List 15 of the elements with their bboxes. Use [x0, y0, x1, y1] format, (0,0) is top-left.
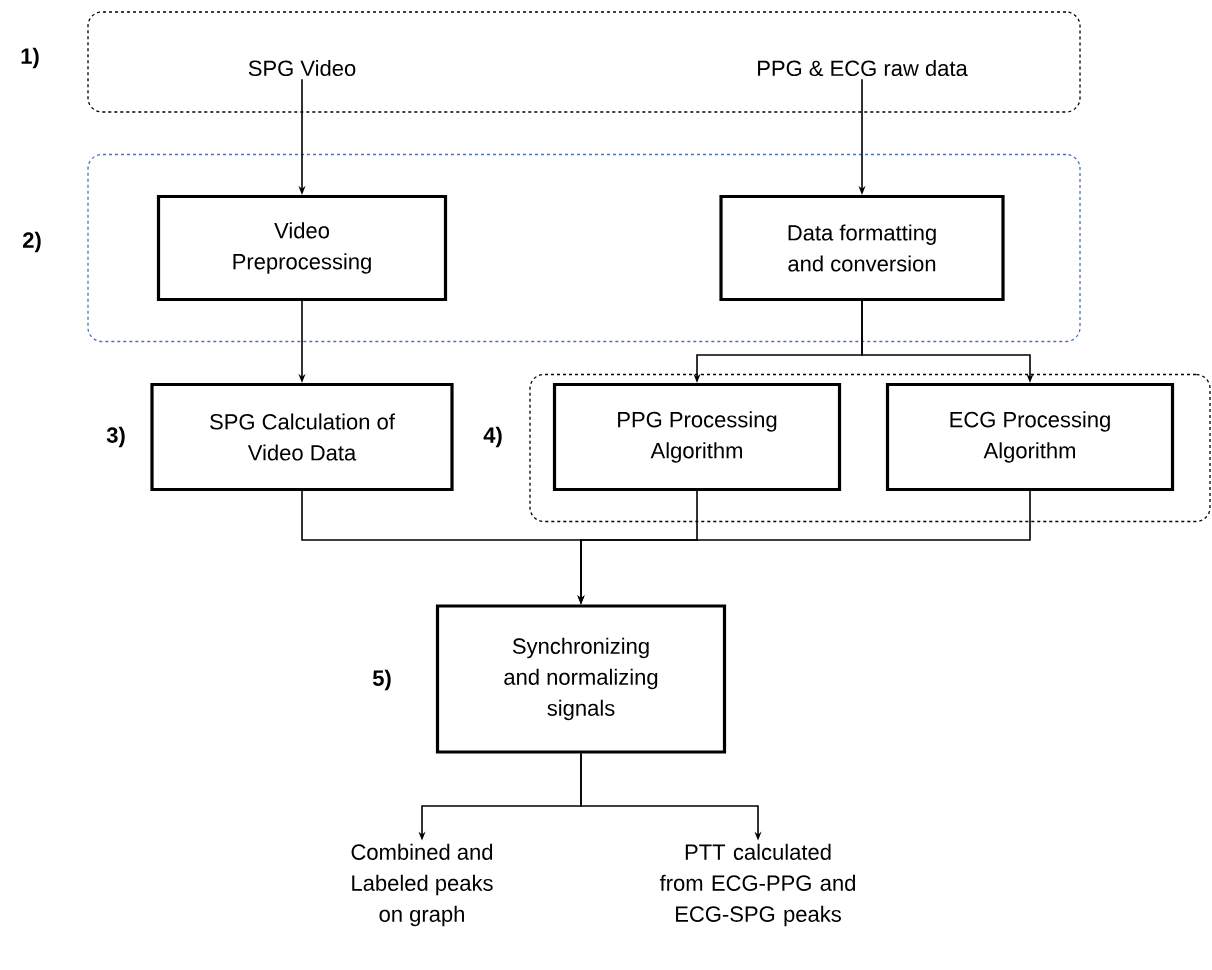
- process-box: Video Preprocessing: [156, 194, 448, 302]
- process-box: SPG Calculation of Video Data: [150, 382, 454, 492]
- node-label: 2): [22, 231, 41, 253]
- process-box: Data formatting and conversion: [719, 194, 1005, 302]
- text-label: Combined and Labeled peaks on graph: [351, 843, 493, 927]
- text-label: PPG & ECG raw data: [758, 59, 968, 77]
- step-number: 5): [372, 669, 391, 691]
- process-box: PPG Processing Algorithm: [552, 382, 842, 492]
- process-box: Synchronizing and normalizing signals: [435, 604, 727, 754]
- text-label: PTT calculated from ECG-PPG and ECG-SPG peaks: [659, 843, 855, 927]
- process-box: ECG Processing Algorithm: [885, 382, 1175, 492]
- step-number: 3): [106, 426, 125, 448]
- node-label: 4): [483, 426, 502, 448]
- text-label: SPG Video: [248, 59, 356, 77]
- node-label: 1): [21, 47, 39, 69]
